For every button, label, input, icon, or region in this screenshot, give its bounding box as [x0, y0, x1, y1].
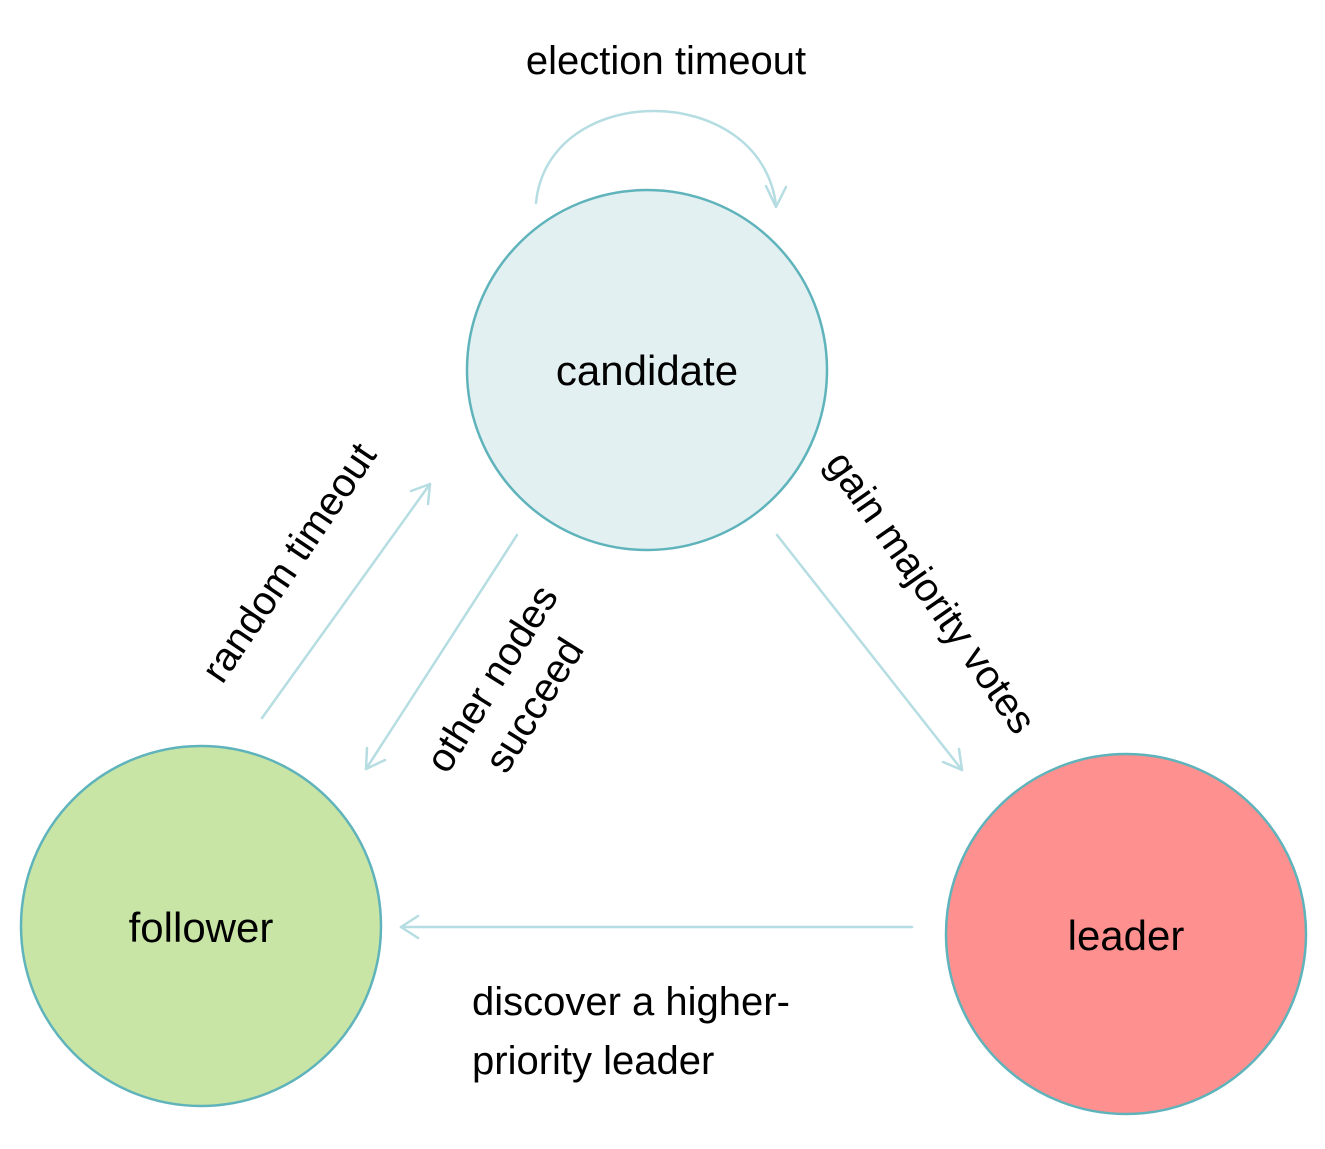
edge-election-timeout [534, 109, 788, 209]
node-leader: leader [944, 752, 1308, 1116]
follower-label: follower [129, 904, 274, 951]
follower-circle [19, 744, 383, 1108]
discover-leader-arrowhead [399, 914, 420, 940]
edge-other-nodes-succeed [364, 533, 519, 771]
edge-random-timeout [260, 482, 432, 720]
election-timeout-label: election timeout [526, 39, 806, 83]
gain-majority-votes-arrowhead [941, 747, 964, 772]
other-nodes-succeed-label: other nodes succeed [418, 578, 593, 781]
candidate-circle [465, 188, 829, 552]
leader-circle [944, 752, 1308, 1116]
gain-majority-votes-line [775, 533, 964, 772]
node-candidate: candidate [465, 188, 829, 552]
node-follower: follower [19, 744, 383, 1108]
discover-leader-label-line2: priority leader [472, 1039, 714, 1083]
leader-label: leader [1068, 912, 1185, 959]
edge-discover-leader [399, 914, 914, 940]
discover-leader-label-line1: discover a higher- [472, 980, 790, 1024]
edge-gain-majority-votes [775, 533, 964, 772]
gain-majority-votes-label: gain majority votes [817, 443, 1044, 741]
random-timeout-line [260, 482, 432, 720]
random-timeout-arrowhead [409, 482, 432, 506]
random-timeout-label: random timeout [193, 435, 385, 690]
other-nodes-succeed-line [364, 533, 519, 771]
election-timeout-arrowhead [764, 184, 788, 209]
election-timeout-arc [534, 109, 778, 207]
other-nodes-succeed-arrowhead [364, 746, 387, 771]
candidate-label: candidate [556, 347, 738, 394]
